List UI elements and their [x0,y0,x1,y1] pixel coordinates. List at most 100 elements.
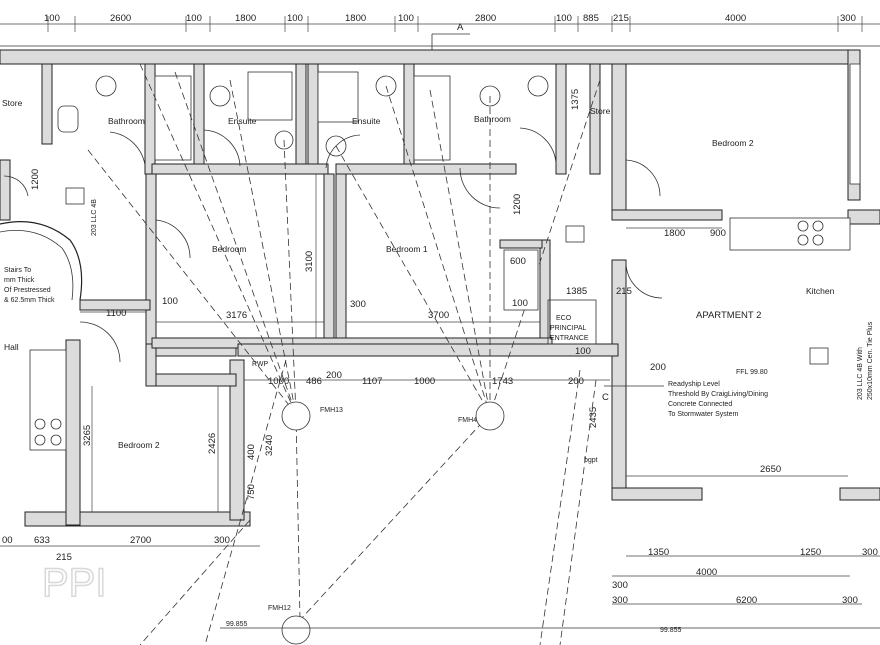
note-threshold-3: To Stormwater System [668,411,739,418]
dim-1385: 1385 [566,286,587,297]
room-ensuite-right: Ensuite [352,116,381,126]
note-fmh-left: FMH13 [320,407,343,414]
bottom-dim-4000: 4000 [696,567,717,578]
top-dim-12: 300 [840,13,856,24]
dim-300a: 300 [350,299,366,310]
dim-1200a: 1200 [30,169,41,190]
dim-200a: 200 [326,370,342,381]
top-dim-4: 100 [287,13,303,24]
top-dim-1: 2600 [110,13,131,24]
dim-100c: 100 [575,346,591,357]
dim-1107: 1107 [362,376,382,387]
watermark-logo: PPI [42,561,106,605]
annotations: Stairs To mm Thick Of Prestressed & 62.5… [4,187,874,634]
note-entrance-1: PRINCIPAL [550,325,587,332]
bottom-dim-633: 633 [34,535,50,546]
door-swings [3,127,663,363]
bottom-dim-6200: 6200 [736,595,757,606]
bottom-dimensions: 00 633 215 2700 300 1350 1250 300 300 40… [0,535,880,629]
note-grid-c: C [602,392,609,403]
bottom-dim-2700: 2700 [130,535,151,546]
note-wall-1: 250x10mm Cen. Tie Plus [867,321,874,400]
top-dim-3: 1800 [235,13,256,24]
manhole-bottom [281,615,311,645]
dim-3265: 3265 [82,425,93,446]
bottom-dim-1250: 1250 [800,547,821,558]
note-threshold-0: Readyship Level [668,381,720,388]
note-stairs-0: Stairs To [4,267,31,274]
note-bgpt: bgpt [584,457,598,464]
room-bedroom2-left: Bedroom 2 [118,440,160,450]
dim-215: 215 [616,286,632,297]
dim-1200b: 1200 [512,194,523,215]
section-marker: A [457,22,464,33]
dim-900: 900 [710,228,726,239]
dim-200b: 200 [568,376,584,387]
dim-3176: 3176 [226,310,247,321]
note-wall-0: 203 LLC 4B With [857,347,864,400]
dim-100b: 100 [162,296,178,307]
note-level-left: 99.855 [226,621,248,628]
note-fmh-right: FMH4 [458,417,477,424]
top-dim-0: 100 [44,13,60,24]
dim-2426: 2426 [207,433,218,454]
dim-1100: 1100 [106,308,126,319]
bottom-dim-300c: 300 [612,595,628,606]
note-ffl: FFL 99.80 [736,369,768,376]
room-bedroom2-right: Bedroom 2 [712,138,754,148]
top-dim-9: 885 [583,13,599,24]
top-dim-7: 2800 [475,13,496,24]
manhole-left [281,401,311,431]
note-fmh-bottom: FMH12 [268,605,291,612]
dim-3700: 3700 [428,310,449,321]
dim-750: 750 [246,484,257,500]
dim-3240: 3240 [264,435,275,456]
dim-1000b: 1000 [414,376,435,387]
room-labels: Bathroom Ensuite Ensuite Bathroom Store … [2,98,835,450]
bottom-dim-300: 300 [214,535,230,546]
dim-1375: 1375 [570,89,581,110]
room-bedroom-mid: Bedroom [212,244,247,254]
note-entrance-0: ECO [556,315,572,322]
note-stairs-1: mm Thick [4,277,35,284]
top-dim-6: 100 [398,13,414,24]
bottom-dim-300r: 300 [862,547,878,558]
top-dim-10: 215 [613,13,629,24]
manhole-right [475,401,505,431]
top-dim-5: 1800 [345,13,366,24]
top-dim-11: 4000 [725,13,746,24]
room-kitchen: Kitchen [806,286,835,296]
dim-486: 486 [306,376,322,387]
note-threshold-2: Concrete Connected [668,401,732,408]
note-rwp: RWP [252,361,269,368]
room-store: Store [590,106,611,116]
room-apartment2: APARTMENT 2 [696,310,761,321]
bottom-dim-left: 00 [2,535,13,546]
top-dim-8: 100 [556,13,572,24]
room-bedroom1: Bedroom 1 [386,244,428,254]
drainage-lines [87,63,601,645]
interior-dimensions: 1800 900 1200 1200 1375 600 100 1100 100… [30,89,848,512]
dim-3100: 3100 [304,251,315,272]
bottom-dim-300d: 300 [842,595,858,606]
top-dim-2: 100 [186,13,202,24]
dim-2650: 2650 [760,464,781,475]
note-stairs-3: & 62.5mm Thick [4,297,55,304]
note-level-right: 99.855 [660,627,682,634]
bottom-dim-300b: 300 [612,580,628,591]
note-threshold-1: Threshold By CraigLiving/Dining [668,391,768,398]
dim-1743: 1743 [492,376,513,387]
note-entrance-2: ENTRANCE [550,335,589,342]
dim-400: 400 [246,444,257,460]
room-hall-partial: Hall [4,342,19,352]
room-bathroom-left: Bathroom [108,116,145,126]
note-wall-left: 203 LLC 4B [91,199,98,236]
sanitary-fixtures [29,63,861,451]
interior-walls [0,63,619,357]
circular-stair [0,221,83,301]
dim-1000a: 1000 [268,376,289,387]
room-store-partial: Store [2,98,23,108]
bottom-dim-215: 215 [56,552,72,563]
bottom-dim-1350: 1350 [648,547,669,558]
